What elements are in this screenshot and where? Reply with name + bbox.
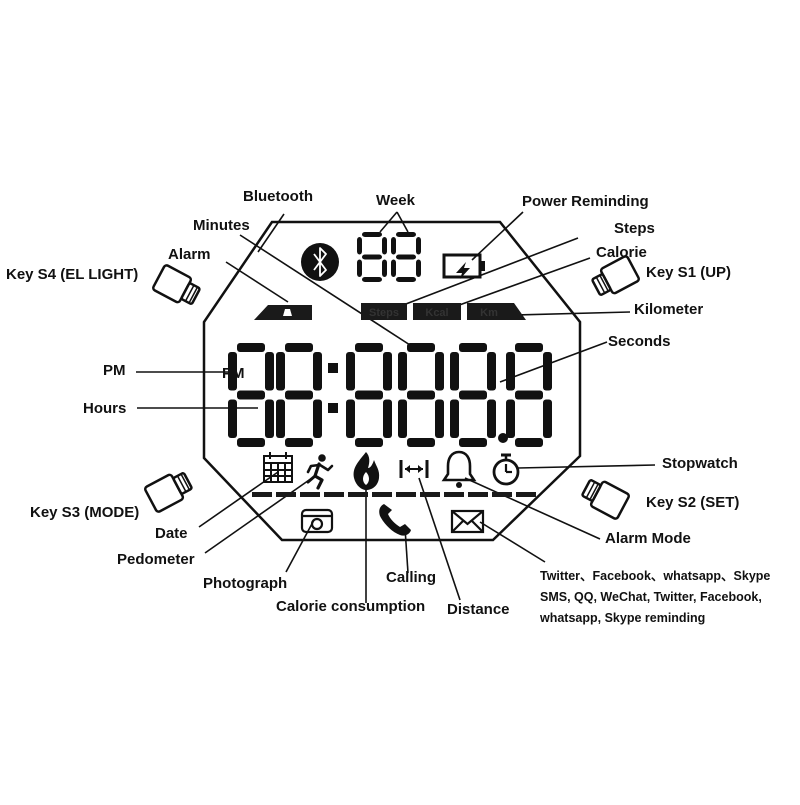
unit-segments: Steps Kcal Km bbox=[361, 303, 526, 320]
label-calling: Calling bbox=[386, 569, 437, 586]
bar-segment bbox=[444, 492, 464, 497]
minutes-ones-digit bbox=[398, 343, 444, 447]
key-s3-button-icon bbox=[144, 472, 193, 513]
label-date: Date bbox=[155, 525, 188, 542]
label-social-line3: whatsapp, Skype reminding bbox=[540, 611, 706, 625]
week-digit-2 bbox=[391, 232, 421, 282]
bottom-segment-bar bbox=[252, 492, 536, 497]
label-key-s4: Key S4 (EL LIGHT) bbox=[6, 266, 139, 283]
hours-ones-digit bbox=[276, 343, 322, 447]
bar-segment bbox=[324, 492, 344, 497]
label-steps: Steps bbox=[614, 220, 655, 237]
label-pedometer: Pedometer bbox=[117, 551, 195, 568]
label-calorie-consumption: Calorie consumption bbox=[276, 598, 426, 615]
time-colon bbox=[328, 363, 338, 413]
label-hours: Hours bbox=[83, 400, 127, 417]
key-s2-button-icon bbox=[581, 479, 630, 520]
key-s4-button-icon bbox=[152, 264, 201, 305]
hours-tens-digit bbox=[228, 343, 274, 447]
steps-segment bbox=[361, 303, 407, 320]
minutes-tens-digit bbox=[346, 343, 392, 447]
label-key-s2: Key S2 (SET) bbox=[646, 494, 740, 511]
bar-segment bbox=[396, 492, 416, 497]
label-seconds: Seconds bbox=[608, 333, 671, 350]
label-bluetooth: Bluetooth bbox=[243, 188, 313, 205]
bar-segment bbox=[492, 492, 512, 497]
km-segment-text: Km bbox=[480, 307, 498, 319]
km-segment bbox=[467, 303, 526, 320]
leader-lines bbox=[136, 211, 656, 603]
label-key-s1: Key S1 (UP) bbox=[646, 264, 732, 281]
alarm-indicator-segment bbox=[254, 305, 312, 320]
bell-icon bbox=[441, 450, 477, 488]
label-week: Week bbox=[376, 192, 415, 209]
label-social-line1: Twitter、Facebook、whatsapp、Skype bbox=[540, 569, 771, 583]
week-digits bbox=[357, 232, 421, 282]
calendar-icon bbox=[263, 452, 293, 483]
seconds-ones-digit bbox=[506, 343, 552, 447]
distance-icon bbox=[399, 460, 429, 478]
decimal-point bbox=[498, 433, 508, 443]
bar-segment bbox=[420, 492, 440, 497]
bluetooth-icon bbox=[301, 243, 339, 281]
label-social-line2: SMS, QQ, WeChat, Twitter, Facebook, bbox=[540, 590, 762, 604]
bar-segment bbox=[468, 492, 488, 497]
label-stopwatch: Stopwatch bbox=[662, 455, 738, 472]
runner-icon bbox=[306, 454, 334, 490]
envelope-icon bbox=[450, 509, 485, 534]
label-alarm: Alarm bbox=[168, 246, 211, 263]
bar-segment bbox=[372, 492, 392, 497]
seconds-tens-digit bbox=[450, 343, 496, 447]
key-s1-button-icon bbox=[591, 255, 640, 296]
label-calorie: Calorie bbox=[596, 244, 647, 261]
stopwatch-icon bbox=[492, 453, 520, 486]
label-key-s3: Key S3 (MODE) bbox=[30, 504, 140, 521]
label-photograph: Photograph bbox=[203, 575, 288, 592]
bar-segment bbox=[348, 492, 368, 497]
bar-segment bbox=[276, 492, 296, 497]
label-power-reminding: Power Reminding bbox=[522, 193, 649, 210]
label-pm: PM bbox=[103, 362, 126, 379]
battery-icon bbox=[442, 253, 485, 279]
bar-segment bbox=[300, 492, 320, 497]
label-minutes: Minutes bbox=[193, 217, 250, 234]
kcal-segment bbox=[413, 303, 461, 320]
week-digit-1 bbox=[357, 232, 387, 282]
bar-segment bbox=[516, 492, 536, 497]
flame-icon bbox=[353, 452, 380, 490]
steps-segment-text: Steps bbox=[369, 307, 399, 319]
kcal-segment-text: Kcal bbox=[425, 307, 448, 319]
label-distance: Distance bbox=[447, 601, 510, 618]
camera-icon bbox=[300, 508, 334, 534]
phone-icon bbox=[379, 504, 411, 536]
display-octagon-outline bbox=[202, 220, 582, 542]
main-time-digits bbox=[228, 343, 552, 447]
label-kilometer: Kilometer bbox=[634, 301, 704, 318]
bar-segment bbox=[252, 492, 272, 497]
label-alarm-mode: Alarm Mode bbox=[605, 530, 691, 547]
